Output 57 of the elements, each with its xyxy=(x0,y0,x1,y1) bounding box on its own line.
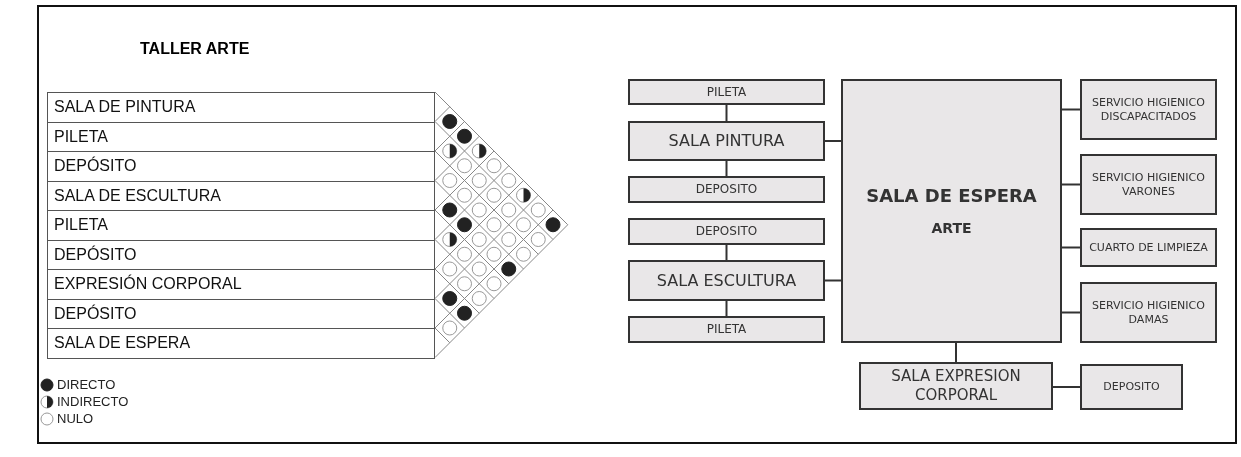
room-box xyxy=(628,79,825,105)
row-label: DEPÓSITO xyxy=(54,304,137,323)
row-label: PILETA xyxy=(54,127,108,146)
room-box xyxy=(1080,79,1217,140)
connector-line xyxy=(725,104,728,122)
legend-label: DIRECTO xyxy=(57,377,116,392)
room-name: ARTE xyxy=(931,219,972,237)
connector-line xyxy=(1061,311,1081,314)
room-box xyxy=(1080,364,1183,410)
connector-line xyxy=(725,244,728,261)
row-label: EXPRESIÓN CORPORAL xyxy=(54,275,242,294)
connector-line xyxy=(955,342,957,363)
room-name: DEPOSITO xyxy=(1103,380,1160,394)
connector-line xyxy=(824,140,842,142)
room-box xyxy=(628,121,825,161)
room-box xyxy=(628,176,825,203)
room-box xyxy=(628,218,825,245)
matrix-row xyxy=(47,328,435,359)
room-name: SALA EXPRESION CORPORAL xyxy=(890,367,1022,405)
room-box xyxy=(859,362,1053,410)
legend-label: NULO xyxy=(57,411,94,426)
room-name: PILETA xyxy=(706,322,747,337)
room-name: CUARTO DE LIMPIEZA xyxy=(1089,240,1208,255)
matrix-row xyxy=(47,92,435,123)
room-box xyxy=(1080,282,1217,343)
row-label: SALA DE ESPERA xyxy=(54,334,191,353)
connector-line xyxy=(1061,183,1081,186)
connector-line xyxy=(1061,108,1081,111)
room-name: SERVICIO HIGIENICO VARONES xyxy=(1091,170,1206,199)
room-box xyxy=(841,79,1062,343)
connector-line xyxy=(725,300,728,317)
room-box xyxy=(628,260,825,301)
row-label: SALA DE ESCULTURA xyxy=(54,186,221,205)
matrix-row xyxy=(47,151,435,182)
room-box xyxy=(628,316,825,343)
room-name: PILETA xyxy=(706,84,747,100)
room-box xyxy=(1080,154,1217,215)
room-name: DEPOSITO xyxy=(695,182,758,197)
diagram-title: TALLER ARTE xyxy=(140,40,250,58)
room-name: SALA ESCULTURA xyxy=(656,270,797,291)
room-name: SALA DE ESPERA xyxy=(866,185,1037,208)
connector-line xyxy=(1061,246,1081,249)
matrix-row xyxy=(47,210,435,241)
connector-line xyxy=(1052,386,1081,388)
row-label: SALA DE PINTURA xyxy=(54,98,196,117)
room-name: SERVICIO HIGIENICO DISCAPACITADOS xyxy=(1091,95,1206,124)
row-label: DEPÓSITO xyxy=(54,245,137,264)
room-name: SERVICIO HIGIENICO DAMAS xyxy=(1091,298,1206,327)
row-label: PILETA xyxy=(54,216,108,235)
row-label: DEPÓSITO xyxy=(54,157,137,176)
connector-line xyxy=(824,279,842,282)
legend-label: INDIRECTO xyxy=(57,394,129,409)
matrix-row xyxy=(47,269,435,300)
connector-line xyxy=(725,160,728,177)
room-name: SALA PINTURA xyxy=(668,131,785,151)
room-box xyxy=(1080,228,1217,267)
room-name: DEPOSITO xyxy=(695,224,758,239)
